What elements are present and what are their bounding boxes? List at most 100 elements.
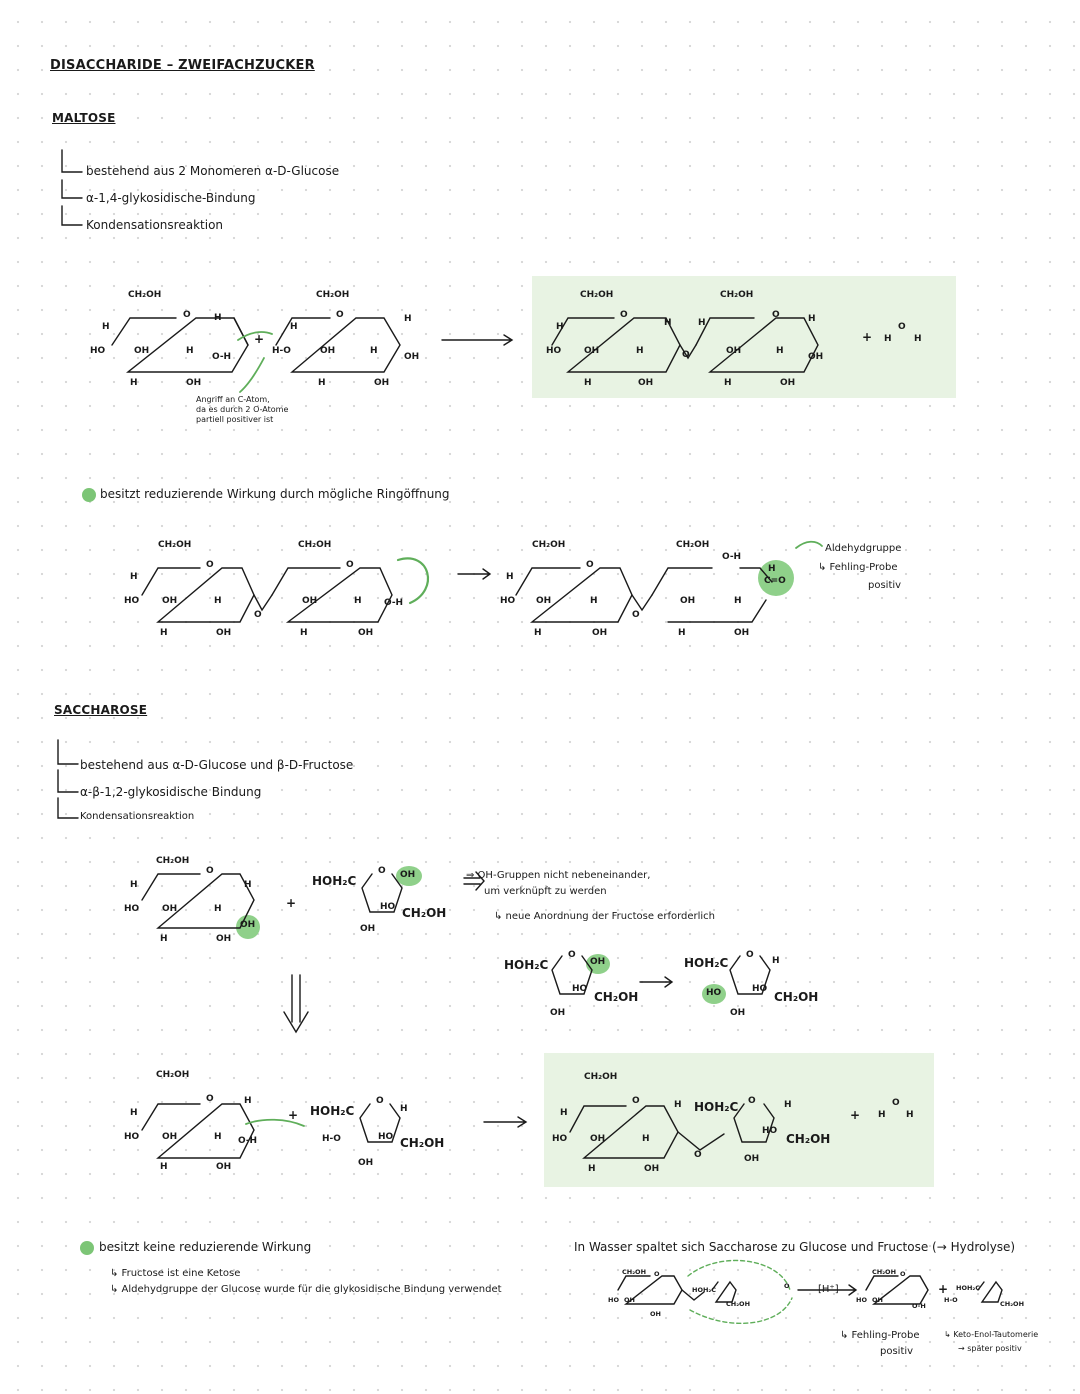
nonreducing-note: besitzt keine reduzierende Wirkung — [99, 1240, 312, 1254]
h-o-label: H-O — [322, 1134, 341, 1144]
oh-label: OH — [358, 1158, 374, 1168]
water-h-label: H — [884, 334, 892, 344]
c-oh-label: O-H — [722, 552, 742, 562]
maltose-heading: MALTOSE — [52, 111, 116, 125]
water-o-label: O — [784, 1282, 790, 1290]
tautomer-note-2: → später positiv — [958, 1344, 1022, 1353]
plus-sign: + — [850, 1108, 861, 1122]
fructose-ho-highlight — [702, 984, 726, 1004]
ch2oh-label: CH₂OH — [532, 540, 566, 550]
aldehyde-note-2: ↳ Fehling-Probe — [818, 562, 898, 573]
oh-label: OH — [162, 1132, 178, 1142]
ring-o-label: O — [568, 950, 576, 960]
oh-label: OH — [240, 920, 256, 930]
ch2oh-label: CH₂OH — [156, 1070, 190, 1080]
attack-note-3: partiell positiver ist — [196, 415, 274, 424]
ch2oh-label: CH₂OH — [128, 290, 162, 300]
tautomer-note-1: ↳ Keto-Enol-Tautomerie — [944, 1330, 1039, 1339]
ch2oh-label: CH₂OH — [156, 856, 190, 866]
saccharose-note-1: bestehend aus α-D-Glucose und β-D-Fructo… — [80, 758, 354, 772]
oh-label: OH — [404, 352, 420, 362]
oh-leaving-label: O-H — [212, 352, 232, 362]
h-label: H — [642, 1134, 650, 1144]
hoh2c-label: HOH₂C — [694, 1100, 739, 1114]
oh-label: OH — [644, 1164, 660, 1174]
h-label: H — [130, 880, 138, 890]
oh-label: OH — [536, 596, 552, 606]
aldehyde-label: C=O — [764, 576, 786, 586]
ch2oh-label: CH₂OH — [726, 1300, 751, 1308]
ring-o-label: O — [206, 560, 214, 570]
ring-o-label: O — [746, 950, 754, 960]
oh-label: OH — [162, 904, 178, 914]
ch2oh-label: CH₂OH — [1000, 1300, 1025, 1308]
ch2oh-label: CH₂OH — [786, 1132, 831, 1146]
bullet-dot-nonreducing — [80, 1241, 94, 1255]
plus-sign: + — [862, 330, 873, 344]
ring-o-label: O — [183, 310, 191, 320]
h-label: H — [698, 318, 706, 328]
h-label: H — [160, 934, 168, 944]
ho-label: HO — [378, 1132, 394, 1142]
h-label: H — [214, 596, 222, 606]
ch2oh-label: CH₂OH — [774, 990, 819, 1004]
ch2oh-label: CH₂OH — [594, 990, 639, 1004]
water-h-label: H — [878, 1110, 886, 1120]
oh-label: OH — [624, 1296, 635, 1304]
oh-note-1: ⇒ OH-Gruppen nicht nebeneinander, — [466, 870, 651, 881]
aldehyde-note-1: Aldehydgruppe — [825, 543, 902, 554]
ho-label: HO — [90, 346, 106, 356]
h-label: H — [130, 378, 138, 388]
oh-label: OH — [216, 1162, 232, 1172]
h-label: H — [734, 596, 742, 606]
page-title: DISACCHARIDE – ZWEIFACHZUCKER — [50, 58, 315, 73]
plus-sign: + — [938, 1282, 949, 1296]
h-label: H — [160, 628, 168, 638]
ch2oh-label: CH₂OH — [298, 540, 332, 550]
h-label: H — [214, 313, 222, 323]
h-label: H — [784, 1100, 792, 1110]
ring-o-label: O — [206, 866, 214, 876]
oh-label: OH — [584, 346, 600, 356]
aldehyde-note-3: positiv — [868, 580, 902, 591]
oh-label: OH — [374, 378, 390, 388]
maltose-note-3: Kondensationsreaktion — [86, 218, 224, 232]
oh-label: OH — [216, 628, 232, 638]
water-o-label: O — [898, 322, 906, 332]
ho-label: HO — [752, 984, 768, 994]
ring-o-label: O — [620, 310, 628, 320]
ho-label: HO — [546, 346, 562, 356]
h-label: H — [244, 880, 252, 890]
oh-label: OH — [162, 596, 178, 606]
maltose-note-1: bestehend aus 2 Monomeren α-D-Glucose — [86, 164, 340, 178]
reducing-note: besitzt reduzierende Wirkung durch mögli… — [100, 487, 450, 501]
fehling-note-2: positiv — [880, 1346, 914, 1357]
oh-label: OH — [590, 1134, 606, 1144]
ch2oh-label: CH₂OH — [720, 290, 754, 300]
h-label: H — [130, 1108, 138, 1118]
ch2oh-label: CH₂OH — [316, 290, 350, 300]
oh-leaving-label: O-H — [384, 598, 404, 608]
oh-label: OH — [134, 346, 150, 356]
oh-label: OH — [650, 1310, 661, 1318]
oh-label: OH — [726, 346, 742, 356]
oh-label: OH — [302, 596, 318, 606]
rearrange-note: ↳ neue Anordnung der Fructose erforderli… — [494, 911, 716, 922]
fehling-note-1: ↳ Fehling-Probe — [840, 1330, 920, 1341]
oh-label: OH — [872, 1296, 883, 1304]
oh-label: OH — [744, 1154, 760, 1164]
h-o-label: H-O — [272, 346, 291, 356]
h-label: H — [808, 314, 816, 324]
ho-label: HO — [124, 1132, 140, 1142]
ring-o-label: O — [654, 1270, 660, 1278]
hoh2c-label: HOH₂C — [504, 958, 549, 972]
oh-label: OH — [680, 596, 696, 606]
ring-o-label: O — [772, 310, 780, 320]
ring-o-label: O — [748, 1096, 756, 1106]
h-label: H — [664, 318, 672, 328]
h-label: H — [556, 322, 564, 332]
saccharose-note-3: Kondensationsreaktion — [80, 811, 195, 822]
nonreducing-sub-1: ↳ Fructose ist eine Ketose — [110, 1268, 241, 1279]
oh-label: OH — [400, 870, 416, 880]
hoh2c-label: HOH₂C — [310, 1104, 355, 1118]
